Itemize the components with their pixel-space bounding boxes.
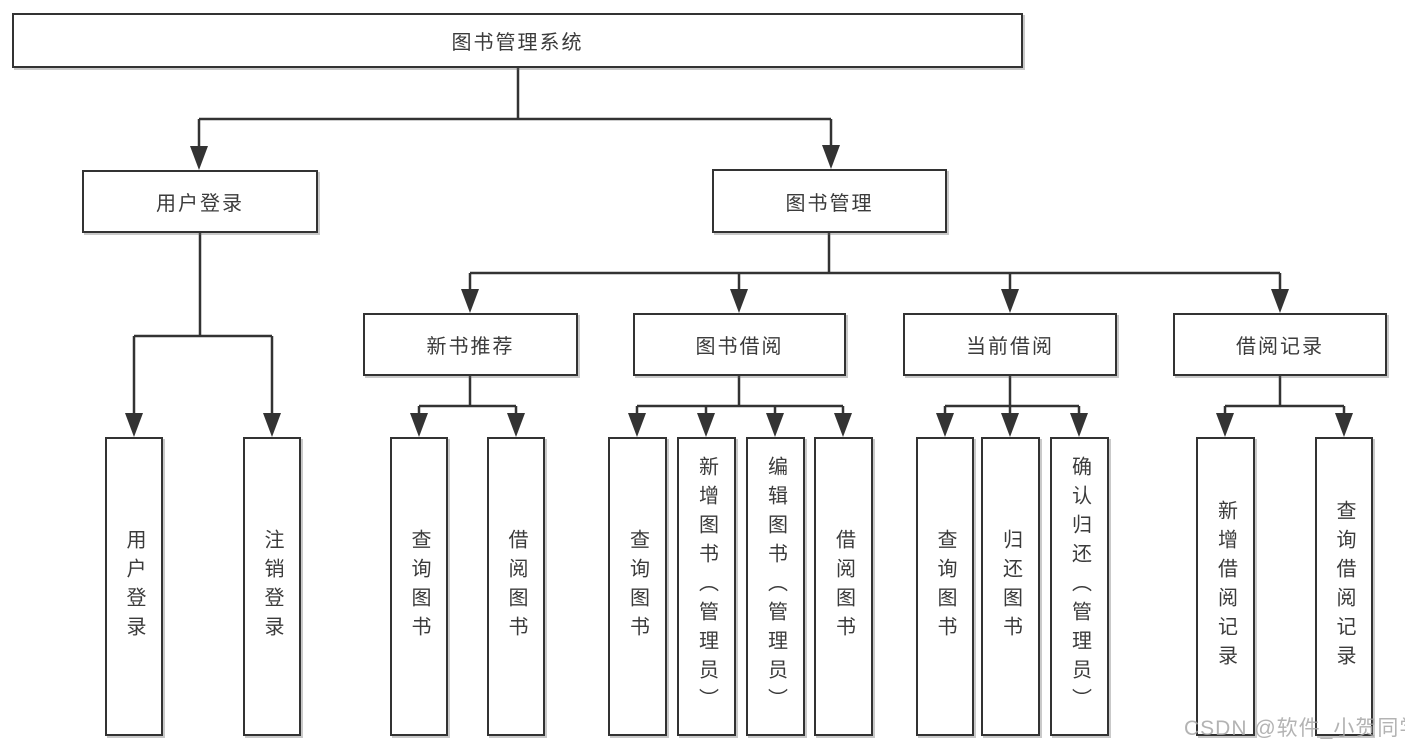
leaf-add-borrow-record: 新增借阅记录 — [1196, 437, 1255, 736]
leaf-return-book: 归还图书 — [981, 437, 1040, 736]
node-borrow-records: 借阅记录 — [1173, 313, 1387, 376]
leaf-user-login: 用户登录 — [105, 437, 163, 736]
leaf-confirm-return-admin: 确认归还（管理员） — [1050, 437, 1109, 736]
node-root: 图书管理系统 — [12, 13, 1023, 68]
leaf-logout: 注销登录 — [243, 437, 301, 736]
leaf-query-books-recommend: 查询图书 — [390, 437, 448, 736]
node-book-management: 图书管理 — [712, 169, 947, 233]
leaf-edit-book-admin: 编辑图书（管理员） — [746, 437, 805, 736]
leaf-add-book-admin: 新增图书（管理员） — [677, 437, 736, 736]
node-user-login: 用户登录 — [82, 170, 318, 233]
node-book-borrow: 图书借阅 — [633, 313, 846, 376]
node-new-book-recommend: 新书推荐 — [363, 313, 578, 376]
leaf-query-books-borrow: 查询图书 — [608, 437, 667, 736]
leaf-query-borrow-record: 查询借阅记录 — [1315, 437, 1373, 736]
leaf-borrow-books-recommend: 借阅图书 — [487, 437, 545, 736]
csdn-watermark: CSDN @软件_小贺同学 — [1184, 717, 1405, 740]
leaf-query-books-current: 查询图书 — [916, 437, 974, 736]
leaf-borrow-books: 借阅图书 — [814, 437, 873, 736]
node-current-borrow: 当前借阅 — [903, 313, 1117, 376]
